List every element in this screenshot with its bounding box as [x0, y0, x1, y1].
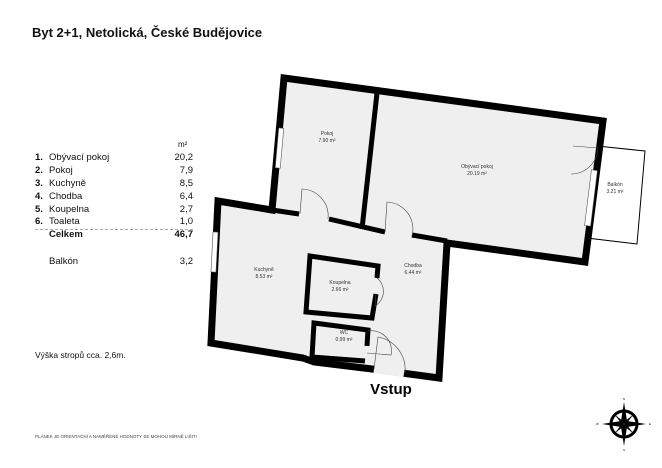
- door-swing: [570, 145, 599, 175]
- unit-label: m²: [178, 140, 188, 149]
- room-name: Obývací pokoj: [461, 164, 493, 170]
- row-value: 1,0: [179, 216, 193, 227]
- room-area: 20.19 m²: [467, 171, 487, 177]
- row-number: 6.: [35, 216, 43, 227]
- floor-area: [207, 74, 607, 382]
- compass-s: S: [623, 448, 625, 452]
- door-swing: [374, 277, 384, 307]
- room-name: Balkón: [607, 182, 623, 188]
- row-number: 2.: [35, 165, 43, 176]
- window: [210, 231, 219, 273]
- room-area: 0.99 m²: [336, 337, 353, 343]
- room-area: 6.44 m²: [405, 270, 422, 276]
- balcony-door-opening: [584, 169, 598, 227]
- balcony-value: 3,2: [179, 256, 193, 267]
- balcony-row: Balkón 3,2: [35, 256, 193, 269]
- room-area: 3.21 m²: [607, 189, 624, 195]
- entrance-label: Vstup: [370, 381, 412, 398]
- row-value: 2,7: [179, 204, 193, 215]
- total-row: Celkem 46,7: [35, 229, 193, 242]
- row-value: 7,9: [179, 165, 193, 176]
- row-number: 4.: [35, 191, 43, 202]
- room-name: WC: [340, 330, 349, 336]
- row-label: Pokoj: [49, 165, 73, 176]
- room-name: Koupelna: [329, 280, 350, 286]
- entrance-gap: [373, 365, 405, 377]
- balcony-label: Balkón: [49, 256, 79, 267]
- row-label: Chodba: [49, 191, 83, 202]
- room-area: 7.90 m²: [319, 138, 336, 144]
- row-value: 20,2: [174, 152, 194, 163]
- table-divider: [35, 229, 193, 230]
- table-row: 5. Koupelna 2,7: [35, 204, 193, 217]
- row-label: Koupelna: [49, 204, 90, 215]
- row-number: 1.: [35, 152, 43, 163]
- row-number: 3.: [35, 178, 43, 189]
- room-area: 8.53 m²: [256, 274, 273, 280]
- table-row: 2. Pokoj 7,9: [35, 165, 193, 178]
- room-name: Kuchyně: [254, 267, 274, 273]
- table-row: 3. Kuchyně 8,5: [35, 178, 193, 191]
- internal-walls: [271, 92, 448, 364]
- table-row: 1. Obývací pokoj 20,2: [35, 152, 193, 165]
- table-row: 4. Chodba 6,4: [35, 191, 193, 204]
- ceiling-height-note: Výška stropů cca. 2,6m.: [35, 350, 126, 360]
- door-swing: [384, 201, 414, 237]
- room-name: Pokoj: [321, 131, 334, 137]
- compass-w: W: [596, 422, 599, 426]
- compass-icon: N S E W: [596, 397, 651, 452]
- row-value: 8,5: [179, 178, 193, 189]
- room-area: 2.66 m²: [332, 287, 349, 293]
- door-swing: [299, 188, 329, 220]
- door-swing: [366, 330, 392, 356]
- disclaimer: PLÁNEK JE ORIENTAČNÍ A NAMĚŘENÉ HODNOTY …: [35, 434, 197, 439]
- row-value: 6,4: [179, 191, 193, 202]
- row-number: 5.: [35, 204, 43, 215]
- row-label: Toaleta: [49, 216, 80, 227]
- row-label: Obývací pokoj: [49, 152, 110, 163]
- window: [274, 127, 285, 169]
- door-swing: [373, 336, 406, 374]
- compass-e: E: [649, 422, 651, 426]
- total-value: 46,7: [174, 229, 194, 240]
- row-label: Kuchyně: [49, 178, 86, 189]
- compass-n: N: [623, 397, 625, 401]
- room-name: Chodba: [404, 263, 422, 269]
- table-row: 6. Toaleta 1,0: [35, 216, 193, 229]
- page-title: Byt 2+1, Netolická, České Budějovice: [32, 25, 263, 40]
- doors: [299, 145, 599, 374]
- total-label: Celkem: [49, 229, 83, 240]
